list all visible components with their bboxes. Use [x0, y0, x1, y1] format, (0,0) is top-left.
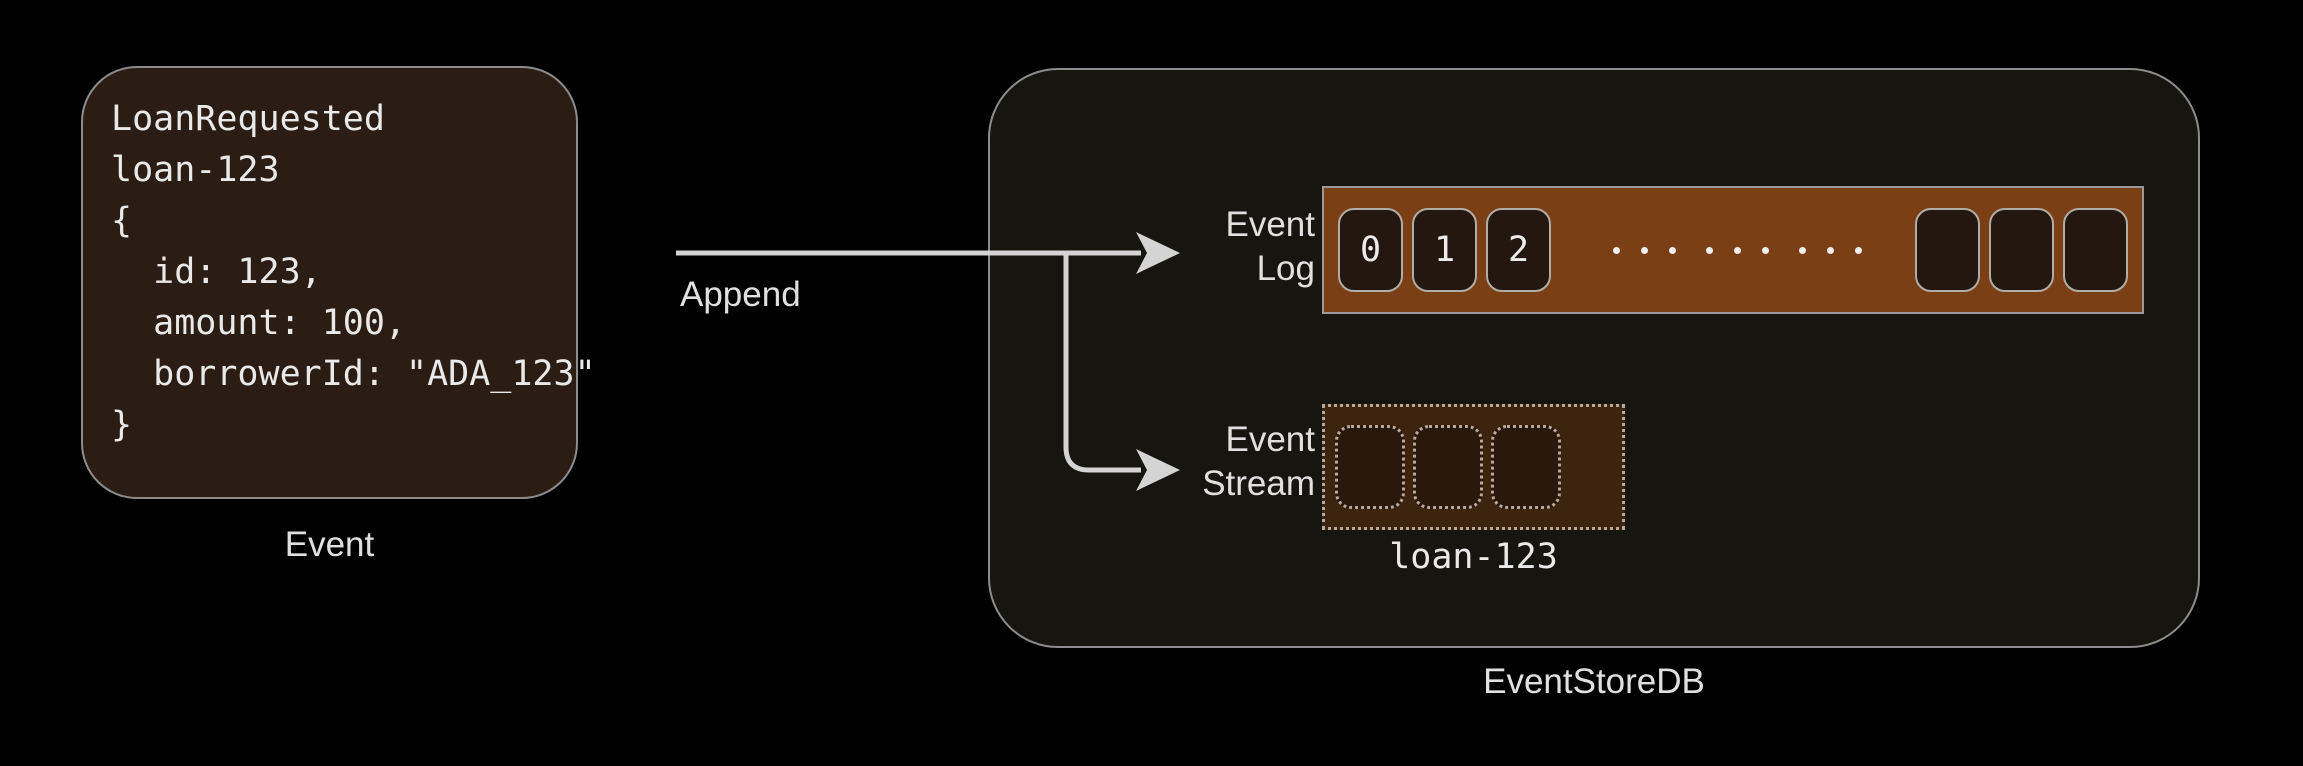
event-card-caption: Event: [284, 525, 375, 564]
event-log-empty-cell: [1915, 208, 1980, 292]
ellipsis-dot: [1706, 246, 1713, 254]
ellipsis-dot: [1762, 246, 1769, 254]
ellipsis-dot: [1855, 246, 1862, 254]
ellipsis-dot: [1613, 246, 1620, 254]
event-log-empty-cell: [1989, 208, 2054, 292]
event-stream-cell: [1335, 425, 1405, 509]
ellipsis-dot: [1669, 246, 1676, 254]
eventstoredb-container: [988, 68, 2200, 648]
ellipsis-dot: [1827, 246, 1834, 254]
ellipsis-group: [1613, 246, 1676, 254]
event-log-cell: 0: [1338, 208, 1403, 292]
event-stream-cell: [1413, 425, 1483, 509]
ellipsis-dot: [1799, 246, 1806, 254]
ellipsis-dot: [1734, 246, 1741, 254]
ellipsis-group: [1706, 246, 1769, 254]
event-log-cell: 1: [1412, 208, 1477, 292]
ellipsis-group: [1799, 246, 1862, 254]
event-log-cell: 2: [1486, 208, 1551, 292]
event-log-bar: 0 1 2: [1322, 186, 2144, 314]
event-stream-cell: [1491, 425, 1561, 509]
event-stream-caption: loan-123: [1389, 537, 1558, 577]
append-label: Append: [680, 275, 801, 314]
event-log-label: Event Log: [1225, 205, 1316, 288]
event-stream-box: [1322, 404, 1625, 530]
event-card: LoanRequested loan-123 { id: 123, amount…: [81, 66, 596, 499]
ellipsis-dot: [1641, 246, 1648, 254]
event-payload-code: LoanRequested loan-123 { id: 123, amount…: [111, 99, 596, 445]
event-log-ellipsis: [1566, 246, 1909, 254]
eventstoredb-caption: EventStoreDB: [1483, 662, 1705, 701]
event-log-empty-cell: [2063, 208, 2128, 292]
event-stream-label: Event Stream: [1202, 420, 1315, 503]
